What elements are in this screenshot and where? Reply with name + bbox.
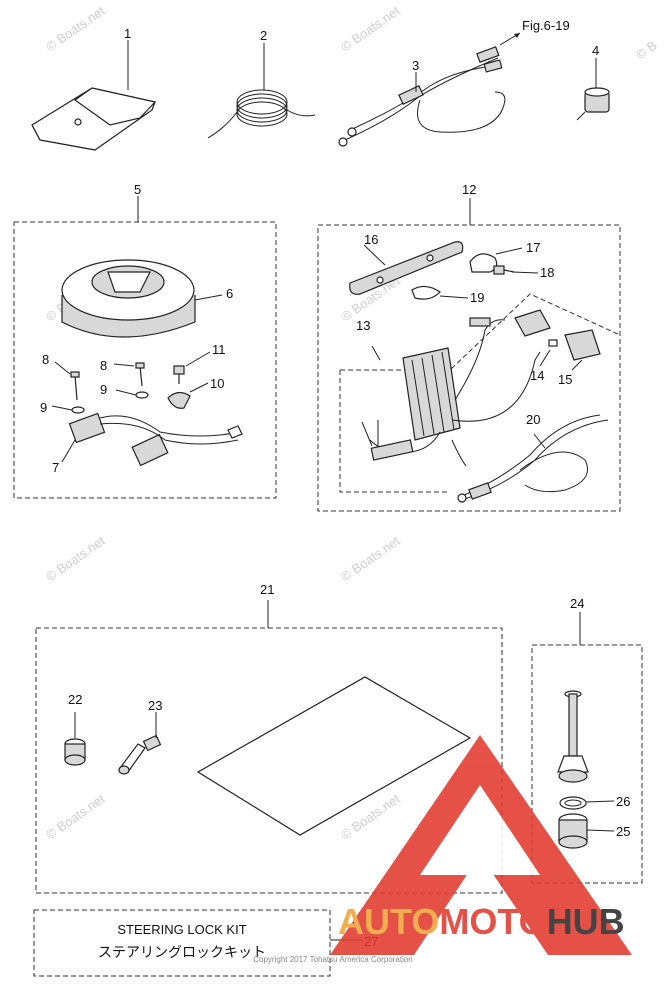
group-12-box <box>317 224 621 512</box>
callout-8a: 8 <box>42 352 49 367</box>
part-22-plug <box>64 712 86 766</box>
part-17-clip <box>469 247 523 273</box>
logo-auto: AUTO <box>338 901 439 942</box>
callout-3: 3 <box>412 58 419 73</box>
callout-1: 1 <box>124 26 131 41</box>
callout-18: 18 <box>540 265 554 280</box>
steering-kit-title-en: STEERING LOCK KIT <box>117 922 246 937</box>
watermark: © Boats.net <box>43 3 108 55</box>
part-6-flywheel <box>61 259 223 338</box>
callout-22: 22 <box>68 692 82 707</box>
part-7-coil-assembly <box>61 412 243 467</box>
part-4-knob <box>576 58 610 121</box>
watermark: © Boats.net <box>338 3 403 55</box>
steering-kit-title-jp: ステアリングロックキット <box>98 944 266 960</box>
group-5-box <box>13 221 277 499</box>
callout-20: 20 <box>526 412 540 427</box>
callout-7: 7 <box>52 460 59 475</box>
group-21-box <box>35 627 503 894</box>
part-1-tool-pouch <box>31 40 157 151</box>
part-23-plug <box>118 712 162 775</box>
logo-moto: MOTO <box>439 901 546 942</box>
callout-19: 19 <box>470 290 484 305</box>
watermark: © Boats.net <box>43 533 108 585</box>
callout-9a: 9 <box>40 400 47 415</box>
part-20-wire <box>457 414 609 503</box>
callout-16: 16 <box>364 232 378 247</box>
part-25-cap <box>558 813 615 849</box>
part-26-ring <box>559 796 615 810</box>
logo-hub: HUB <box>547 901 625 942</box>
callout-2: 2 <box>260 28 267 43</box>
callout-5: 5 <box>134 182 141 197</box>
watermark: © Boats.net <box>338 533 403 585</box>
part-13-rectifier <box>361 317 541 467</box>
callout-13: 13 <box>356 318 370 333</box>
callout-8b: 8 <box>100 358 107 373</box>
part-16-bracket <box>349 241 464 295</box>
steering-lock-kit-box <box>33 909 331 977</box>
callout-12: 12 <box>462 182 476 197</box>
callout-10: 10 <box>210 376 224 391</box>
callout-24: 24 <box>570 596 584 611</box>
fig-reference: Fig.6-19 <box>522 18 570 33</box>
watermark-fragment: © B <box>633 38 660 63</box>
callout-23: 23 <box>148 698 162 713</box>
part-8-screws <box>54 361 145 401</box>
part-18-screw <box>493 265 539 275</box>
part-15-connector <box>564 329 601 371</box>
callout-26: 26 <box>616 794 630 809</box>
callout-4: 4 <box>592 43 599 58</box>
callout-15: 15 <box>558 372 572 387</box>
logo-wordmark: AUTOMOTOHUB <box>338 901 625 942</box>
part-9-washers <box>51 389 149 414</box>
automotohub-logo: AUTOMOTOHUB <box>330 735 632 955</box>
part-3-wire-harness <box>338 32 521 147</box>
watermark: © Boats.net <box>43 791 108 843</box>
copyright-text: Copyright 2017 Tohatsu America Corporati… <box>253 955 413 964</box>
part-11-bolt <box>173 351 211 384</box>
callout-6: 6 <box>226 286 233 301</box>
part-10-clamp <box>167 382 209 409</box>
callout-21: 21 <box>260 582 274 597</box>
part-2-coiled-cord <box>207 43 316 139</box>
callout-25: 25 <box>616 824 630 839</box>
part-14-connector <box>514 309 558 367</box>
group-24-box <box>531 644 643 884</box>
callout-9b: 9 <box>100 382 107 397</box>
callout-14: 14 <box>530 368 544 383</box>
part-24-drain-valve <box>557 690 589 783</box>
callout-17: 17 <box>526 240 540 255</box>
callout-11: 11 <box>212 342 226 357</box>
part-21-gasket-sheet <box>196 676 472 836</box>
part-19-clamp <box>411 285 469 300</box>
